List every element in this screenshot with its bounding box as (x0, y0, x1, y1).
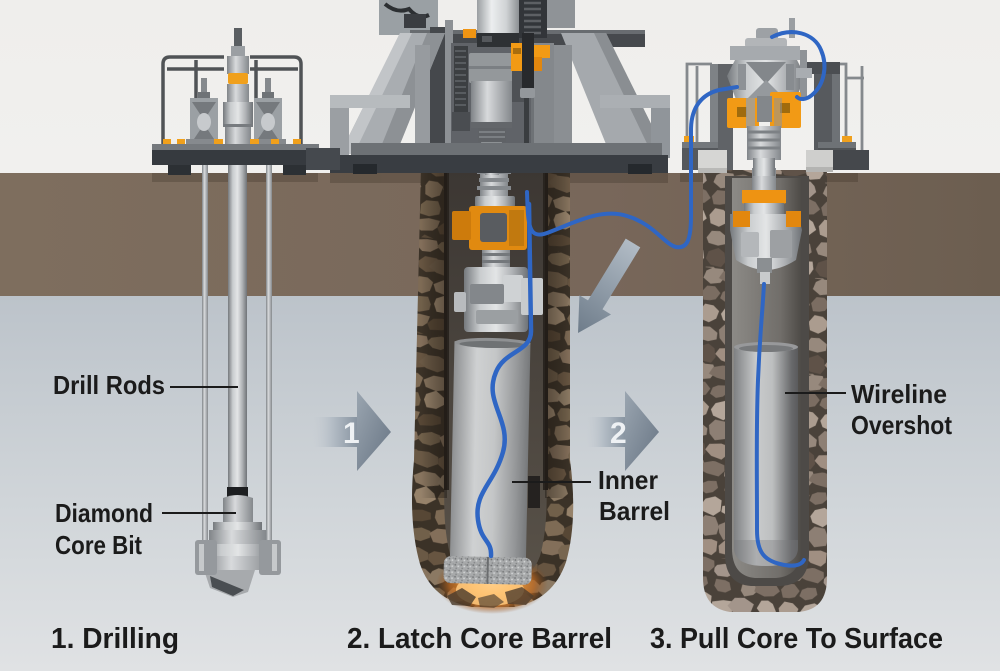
svg-text:Inner: Inner (598, 465, 658, 495)
svg-text:Core Bit: Core Bit (55, 530, 142, 560)
svg-text:Diamond: Diamond (55, 498, 153, 528)
svg-text:Wireline: Wireline (851, 379, 947, 409)
svg-text:1: 1 (343, 417, 360, 450)
svg-text:2. Latch Core Barrel: 2. Latch Core Barrel (347, 623, 612, 655)
svg-text:Drill Rods: Drill Rods (53, 370, 165, 400)
svg-text:3. Pull Core To Surface: 3. Pull Core To Surface (650, 623, 943, 655)
svg-text:Barrel: Barrel (599, 496, 670, 526)
svg-text:2: 2 (610, 417, 627, 450)
svg-text:1. Drilling: 1. Drilling (51, 623, 179, 655)
svg-text:Overshot: Overshot (851, 410, 952, 440)
